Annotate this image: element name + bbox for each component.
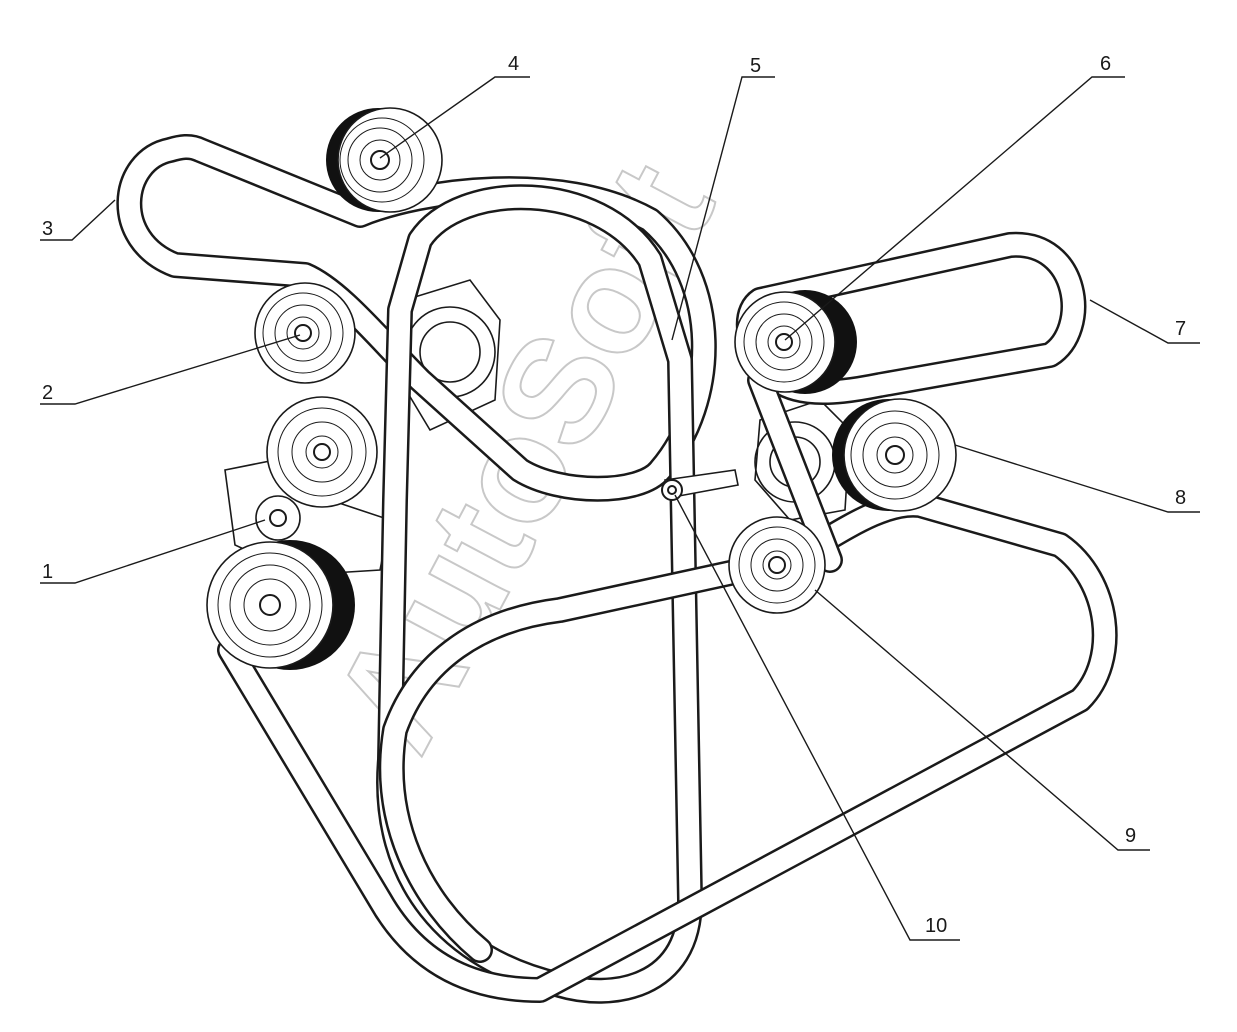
callout-label-10: 10 xyxy=(925,915,947,937)
leader-10 xyxy=(674,494,960,941)
leader-lines xyxy=(40,76,1200,941)
belt-right-segment xyxy=(747,367,843,573)
pulley-9 xyxy=(728,516,826,614)
leader-5 xyxy=(671,76,775,341)
pulley-2 xyxy=(254,282,356,384)
leader-4 xyxy=(379,76,530,159)
callout-label-9: 9 xyxy=(1125,825,1136,847)
callout-label-8: 8 xyxy=(1175,487,1186,509)
belt-lower-loop xyxy=(217,491,1118,1003)
callout-label-2: 2 xyxy=(42,382,53,404)
callout-label-1: 1 xyxy=(42,561,53,583)
callout-label-6: 6 xyxy=(1100,53,1111,75)
leader-9 xyxy=(814,589,1150,851)
pulley-4 xyxy=(326,107,443,213)
pin-10 xyxy=(661,469,739,501)
leader-1 xyxy=(40,519,266,584)
pulley-1 xyxy=(206,540,355,670)
leader-2 xyxy=(40,334,301,405)
callout-label-5: 5 xyxy=(750,55,761,77)
pulley-8 xyxy=(832,398,957,512)
leader-7 xyxy=(1089,299,1200,344)
callout-label-3: 3 xyxy=(42,218,53,240)
pulley-6 xyxy=(734,290,857,394)
callout-label-7: 7 xyxy=(1175,318,1186,340)
leader-3 xyxy=(40,199,116,241)
callout-label-4: 4 xyxy=(508,53,519,75)
leader-6 xyxy=(784,76,1125,341)
leader-8 xyxy=(954,444,1200,513)
idler-pulley-left xyxy=(266,396,378,508)
